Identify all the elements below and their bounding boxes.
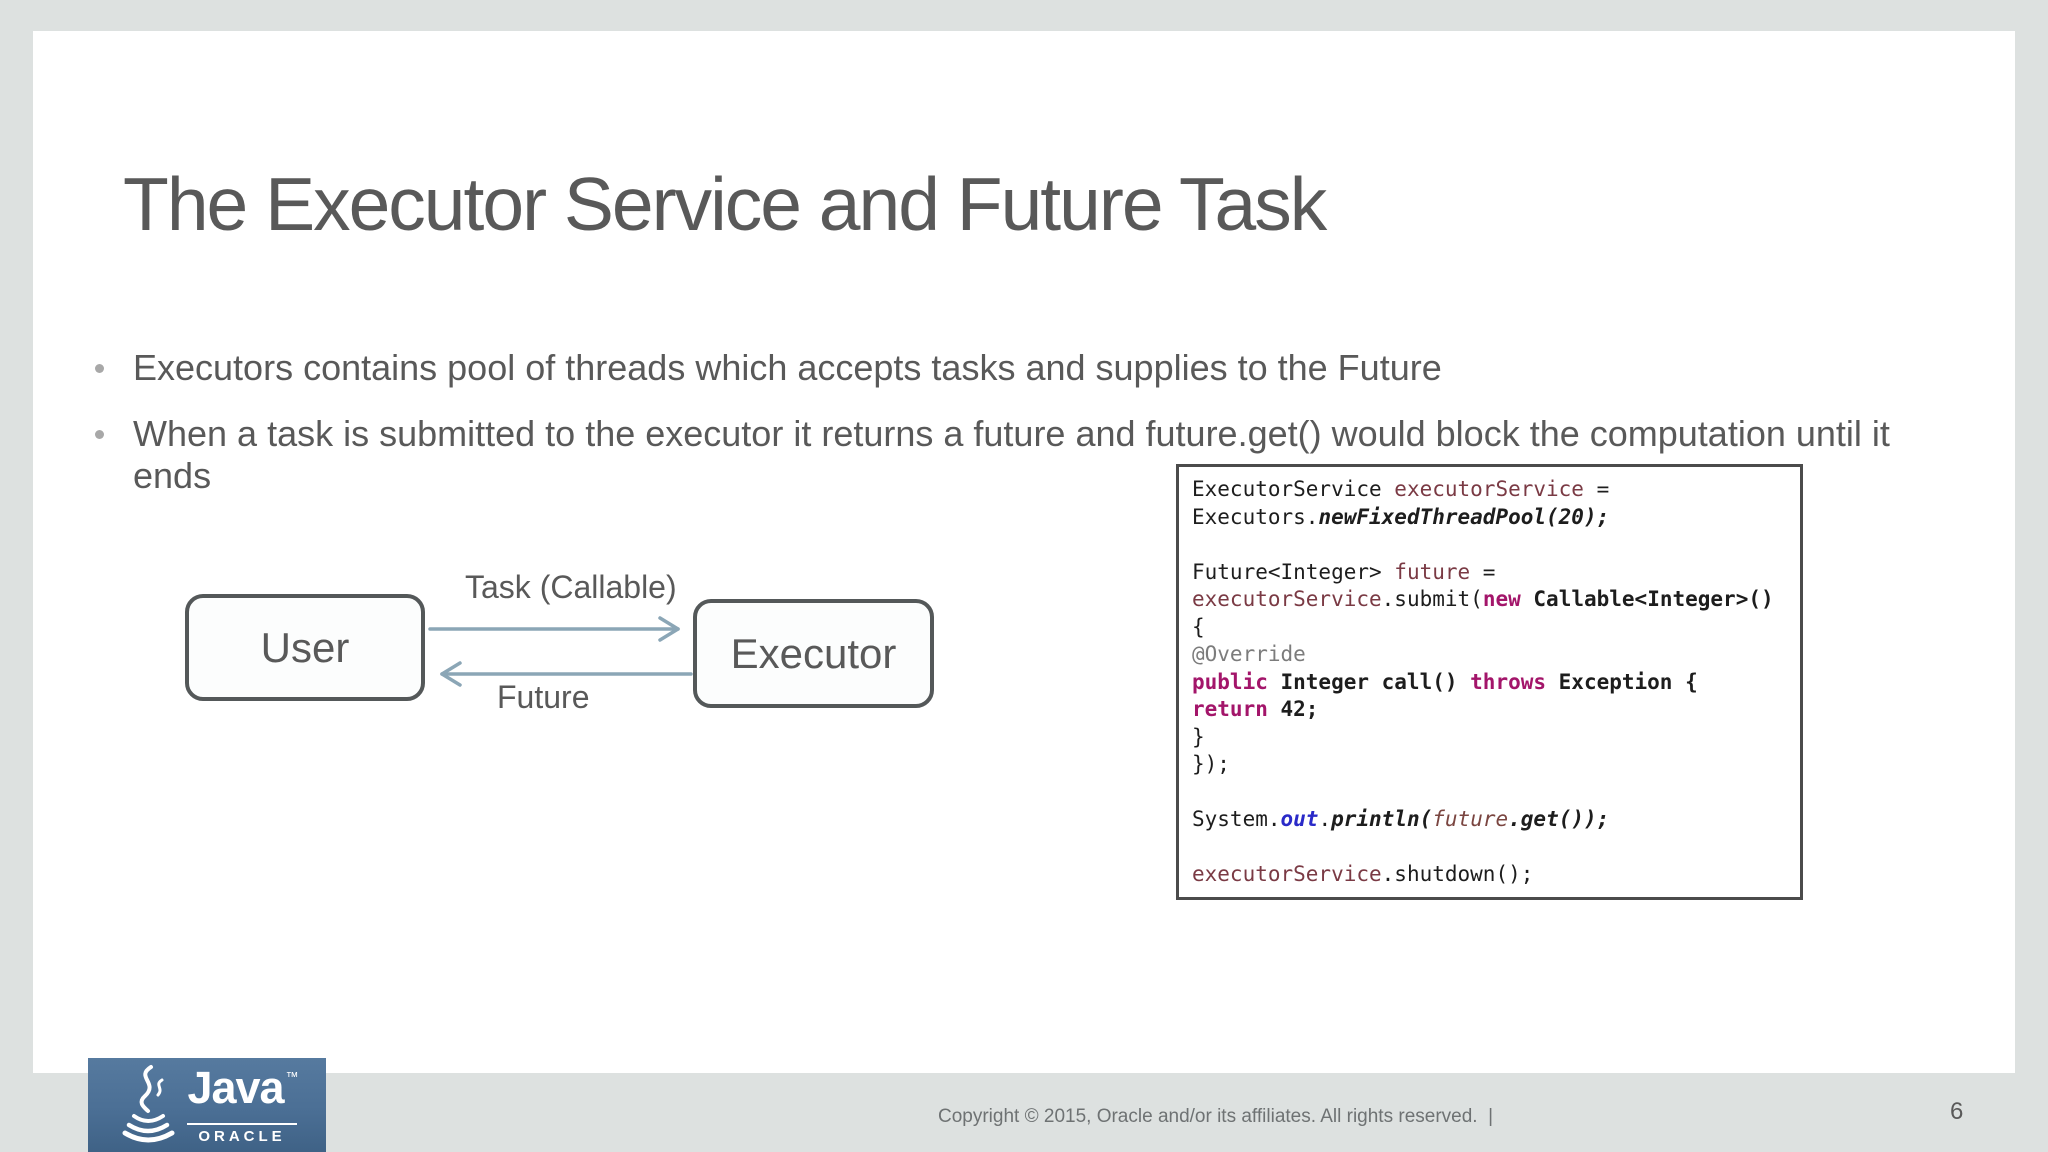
code-line: Executors.newFixedThreadPool(20); [1192,504,1610,529]
code-line: executorService.submit(new Callable<Inte… [1192,587,1774,611]
diagram-executor-box: Executor [693,599,934,708]
java-text: Java [187,1061,284,1113]
executor-box-label: Executor [730,629,897,677]
user-box-label: User [260,623,350,671]
slide-canvas: The Executor Service and Future Task Exe… [33,31,2015,1073]
code-line: return 42; [1192,697,1319,721]
bullet-dot [95,364,104,373]
code-line [1192,531,1787,559]
future-arrow-label: Future [497,679,590,715]
future-arrow-head [440,661,462,687]
bullet-text: When a task is submitted to the executor… [133,413,1890,496]
bullet-item: Executors contains pool of threads which… [95,347,1975,389]
diagram-arrows [428,616,693,687]
code-line: { [1192,614,1205,639]
code-line: System.out.println(future.get()); [1192,807,1610,831]
bullet-item: When a task is submitted to the executor… [95,413,1975,497]
code-line: public Integer call() throws Exception { [1192,669,1698,694]
footer-copyright: Copyright © 2015, Oracle and/or its affi… [938,1106,1494,1127]
code-line: } [1192,724,1205,749]
trademark-symbol: ™ [285,1068,299,1084]
task-arrow-label: Task (Callable) [465,569,677,605]
bullet-text: Executors contains pool of threads which… [133,347,1442,388]
page-number: 6 [1950,1098,1964,1125]
code-line: @Override [1192,642,1306,666]
diagram-user-box: User [185,594,425,701]
code-line: }); [1192,752,1230,776]
bullet-list: Executors contains pool of threads which… [95,347,1975,521]
code-line: ExecutorService executorService = [1192,477,1610,501]
slide-title: The Executor Service and Future Task [123,162,1327,246]
code-block: ExecutorService executorService = Executo… [1176,464,1803,900]
bullet-dot [95,430,104,439]
code-line: Future<Integer> future = [1192,559,1496,584]
code-line [1192,834,1787,862]
java-cup-icon [122,1065,175,1143]
code-line: executorService.shutdown(); [1192,862,1534,886]
code-line [1192,779,1787,807]
oracle-wordmark: ORACLE [187,1122,297,1145]
task-arrow-head [658,616,680,642]
